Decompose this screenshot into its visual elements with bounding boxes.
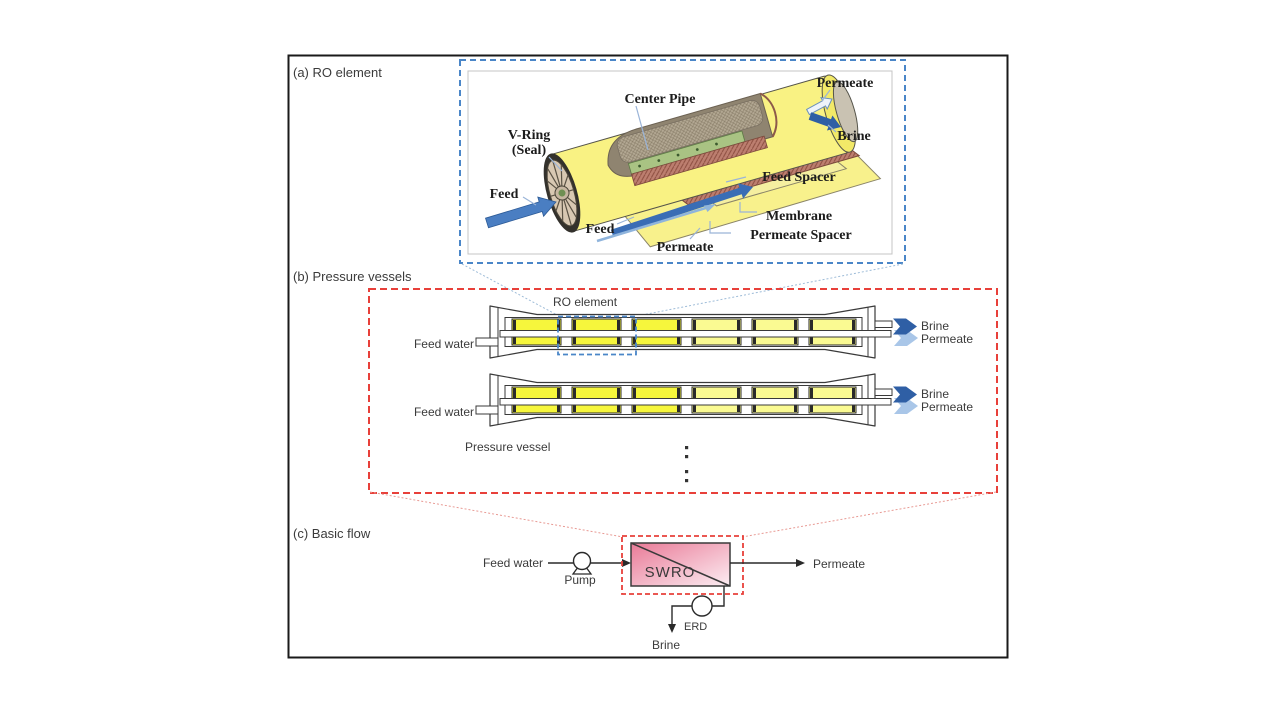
erd-label: ERD [684, 621, 707, 633]
vessel1-brine-label: Brine [921, 319, 949, 333]
flow-brine-label: Brine [652, 638, 680, 652]
ro-element-callout-label: RO element [553, 295, 618, 309]
swro-callout-box [621, 535, 744, 595]
ro-element-illustration: Center Pipe Permeate Brine V-Ring (Seal)… [484, 74, 882, 255]
permeate-arrowhead [796, 559, 805, 567]
label-permeate-channel: Permeate [657, 240, 714, 255]
label-feed-spacer: Feed Spacer [762, 170, 835, 185]
pump-icon [571, 551, 593, 575]
swro-label: SWRO [645, 564, 696, 581]
swro-unit: SWRO [630, 542, 731, 587]
vessel2-feed-label: Feed water [414, 405, 474, 419]
pressure-vessel-label: Pressure vessel [465, 440, 550, 454]
v-ring-seal-end [543, 153, 581, 233]
section-b-label: (b) Pressure vessels [293, 269, 412, 284]
label-v-ring-line2: (Seal) [512, 143, 547, 158]
label-v-ring-line1: V-Ring [508, 128, 551, 143]
callout-connector-red-left [369, 491, 624, 538]
basic-flow-panel: SWRO Feed water Pump Permeate ERD Brine [483, 535, 865, 652]
label-permeate-spacer: Permeate Spacer [750, 228, 851, 243]
vessel1-permeate-label: Permeate [921, 332, 973, 346]
feed-arrowhead [622, 559, 631, 567]
label-brine-out: Brine [837, 129, 870, 144]
ro-element-highlight-box [557, 315, 637, 356]
flow-feed-label: Feed water [483, 556, 543, 570]
label-leader-lines [522, 89, 837, 240]
pump-label: Pump [564, 573, 596, 587]
callout-connector-red-right [741, 491, 997, 538]
vessel2-permeate-label: Permeate [921, 400, 973, 414]
label-permeate-out: Permeate [817, 76, 874, 91]
brine-arrowhead [668, 624, 676, 633]
label-feed-main: Feed [490, 187, 519, 202]
pressure-vessels-callout-box [368, 288, 998, 494]
callout-connector-blue-right [636, 263, 904, 317]
feed-channel-arrow-icon [610, 183, 753, 237]
more-vessels-ellipsis [685, 446, 689, 483]
flow-permeate-label: Permeate [813, 557, 865, 571]
permeate-out-arrow-icon [805, 96, 833, 116]
section-c-label: (c) Basic flow [293, 526, 371, 541]
section-a-label: (a) RO element [293, 65, 382, 80]
permeate-channel-arrow-icon [596, 204, 716, 243]
brine-out-arrow-icon [808, 112, 841, 131]
label-center-pipe: Center Pipe [625, 92, 696, 107]
vessel2-brine-label: Brine [921, 387, 949, 401]
ro-element-panel: Center Pipe Permeate Brine V-Ring (Seal)… [459, 59, 906, 317]
label-feed-channel: Feed [586, 222, 615, 237]
feed-arrow-icon [484, 196, 557, 229]
erd-icon [691, 595, 713, 617]
label-membrane: Membrane [766, 209, 832, 224]
ro-element-callout-box [459, 59, 906, 264]
pressure-vessels-panel: RO element Feed water Brine Permeate Fee… [368, 288, 998, 538]
vessel1-feed-label: Feed water [414, 337, 474, 351]
